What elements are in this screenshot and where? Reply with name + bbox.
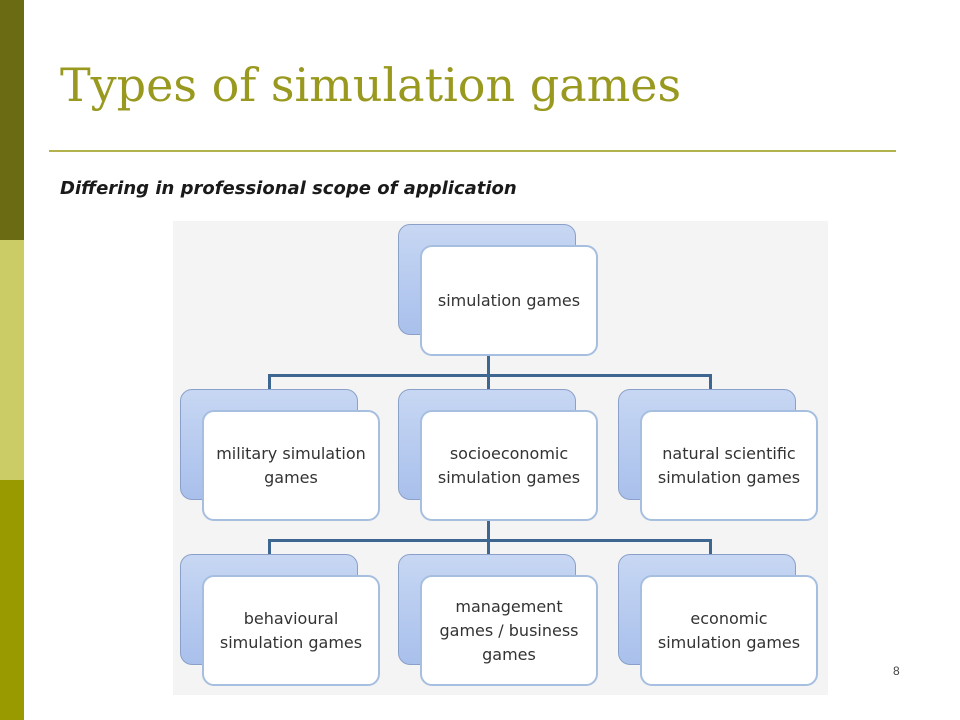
node-label: economic simulation games [657,608,801,652]
node-military: military simulation games [202,410,380,521]
connector-level2-drop-1 [268,539,271,555]
node-label: socioeconomic simulation games [437,443,581,487]
page-number: 8 [893,664,900,678]
connector-level2-drop-3 [709,539,712,555]
node-root: simulation games [420,245,598,356]
sidebar-band-top [0,0,24,240]
node-management: management games / business games [420,575,598,686]
connector-level2-bar [268,539,712,542]
connector-level1-drop-2 [487,374,490,390]
connector-level1-drop-3 [709,374,712,390]
slide-title: Types of simulation games [60,58,682,112]
node-label: simulation games [437,290,581,310]
node-economic: economic simulation games [640,575,818,686]
sidebar-band-middle [0,240,24,480]
sidebar-band-bottom [0,480,24,720]
node-behavioural: behavioural simulation games [202,575,380,686]
connector-level1-bar [268,374,712,377]
node-label: natural scientific simulation games [657,443,801,487]
node-label: management games / business games [439,596,579,664]
node-label: behavioural simulation games [219,608,363,652]
connector-root-stem [487,353,490,377]
node-label: military simulation games [216,443,366,487]
title-divider [49,150,896,152]
connector-level2-drop-2 [487,539,490,555]
connector-socio-stem [487,518,490,542]
slide-subtitle: Differing in professional scope of appli… [60,178,517,199]
node-natural-scientific: natural scientific simulation games [640,410,818,521]
node-socioeconomic: socioeconomic simulation games [420,410,598,521]
connector-level1-drop-1 [268,374,271,390]
